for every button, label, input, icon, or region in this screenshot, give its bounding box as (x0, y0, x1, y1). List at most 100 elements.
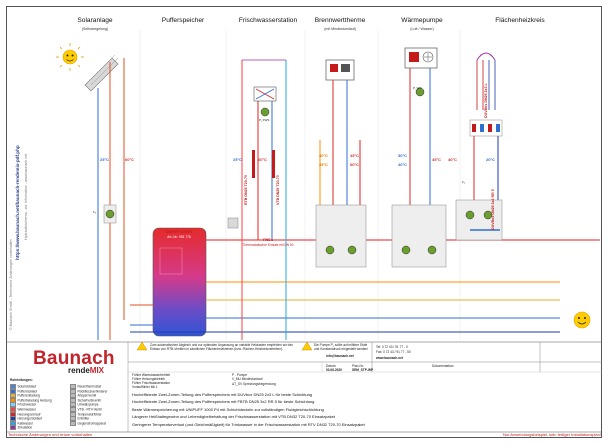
info-email[interactable]: info@baunach.net (326, 354, 354, 358)
legend-swatch (10, 402, 16, 408)
column-title-brennwert: Brennwerttherme (314, 17, 366, 24)
info-tel: Tel: 0 72 43 / 91 77 - 0 (376, 345, 408, 349)
info-date-label: Datum: (326, 364, 337, 368)
info-web[interactable]: www.baunach.net (376, 356, 403, 360)
sensor-label: Fühler Heizungsbetrieb (132, 377, 165, 381)
sensor-f2-label: F₂ (462, 180, 465, 184)
symbol-legend-label: Sicherheitsventil (77, 398, 101, 403)
footer-left: Technische Änderungen und Irrtum vorbeha… (8, 432, 93, 437)
info-date: 03.06.2020 (326, 368, 342, 372)
temp-solar-return: 25°C (100, 157, 109, 162)
info-plan: SEM_STP-WP (352, 368, 374, 372)
symbol-item: V_MU Mindestumlauf (232, 377, 262, 381)
sensor-item: Fühler Frischwasserstation (132, 381, 170, 385)
legend-label: Heizungsvorlauf (17, 411, 41, 416)
symbol-swatch (70, 411, 76, 417)
sensor-item: Fühler Warmwasserbetrieb (132, 373, 170, 377)
condensing-boiler-icon (325, 59, 355, 81)
symbol-legend-label: Rückflussverhinderer (77, 388, 108, 393)
temp-bw-mid: 45°C (319, 162, 328, 167)
legend-label: Heizungsrücklauf (17, 416, 42, 421)
symbol-legend-item: Temperaturfühler (70, 411, 102, 417)
pump-fws-label: P_FWS (259, 118, 270, 122)
brand-logo: Baunach rendeMIX (33, 348, 115, 375)
symbol-legend-item: Entlüfter (70, 416, 89, 422)
info-fax: Fax: 0 72 43 / 91 77 - 50 (376, 350, 411, 354)
temp-fws-hot: 60°C (258, 157, 267, 162)
column-subtitle-solar: (Selbstregelung) (81, 27, 109, 31)
legend-swatch (10, 411, 16, 417)
vtb-label: VTB DN25 T20-70 (276, 175, 280, 205)
smiley-icon (573, 311, 591, 329)
legend-swatch (10, 393, 16, 399)
symbol-swatch (70, 402, 76, 408)
legend-item: Heizungsvorlauf (10, 411, 41, 417)
legend-item: Kaltwasser (10, 420, 34, 426)
legend-label: Frischwasser (17, 402, 37, 407)
symbol-legend-item: VTB - RTV-Ventil (70, 407, 102, 412)
fh-mix-label: DUVBox DN25 3x2 RR 5 (491, 189, 495, 230)
temp-wp-hi: 45°C (432, 157, 441, 162)
symbol-swatch (70, 397, 76, 403)
fws-unit-sub: Thermostatischer Einsatz mit DN 50 (242, 243, 294, 247)
temp-bw-low: 40°C (319, 153, 328, 158)
legend-label: Pufferentladung (17, 393, 40, 398)
temp-fh-hi: 40°C (448, 157, 457, 162)
symbol-legend-item: Umwälzpumpe (70, 402, 99, 408)
info-doc-label: Dokumentation: (432, 364, 455, 368)
legend-swatch (10, 420, 16, 426)
brand-suffix: rendeMIX (68, 366, 105, 375)
fws-unit-label: FWS 1 (263, 238, 273, 242)
symbol-swatch (70, 393, 76, 399)
temp-fws-cold: 25°C (233, 157, 242, 162)
info-plan-label: Plan-Nr.: (352, 364, 365, 368)
sensor-item: Vorlauffühler Mk 1 (132, 385, 158, 389)
symbol-label: P - Pumpe (232, 373, 248, 377)
solar-collector-icon (84, 54, 119, 92)
symbol-swatch (70, 407, 76, 412)
sensor-label: Fühler Warmwasserbetrieb (132, 373, 171, 377)
tank-sub: Art.-Nr.: 951 776 (167, 235, 191, 239)
column-subtitle-brennwert: (mit Mindestumlauf) (324, 27, 356, 31)
notice-rtb: Zum automatischen Abgleich und zur optim… (150, 343, 293, 351)
legend-swatch (10, 425, 16, 431)
sun-icon (56, 43, 84, 71)
symbol-legend-label: Temperaturfühler (77, 411, 102, 416)
symbol-legend-label: Absperrventil (77, 393, 97, 398)
description-line: Hocheffiziente Zwei-Zonen-Teilung des Pu… (132, 399, 314, 404)
footer-right: Nur Anwendungsbeispiel, kein fertiger In… (502, 432, 601, 437)
heat-pump-icon (404, 47, 438, 69)
floor-heating-icon (476, 52, 496, 110)
temp-fh-low: 20°C (486, 157, 495, 162)
temp-solar-flow: 60°C (125, 157, 134, 162)
legend-item: Pufferrücklauf (10, 388, 37, 394)
column-title-wp: Wärmepumpe (401, 17, 443, 24)
legend-item: Pufferentladung (10, 393, 40, 399)
legend-label: Kaltwasser (17, 421, 34, 426)
symbol-legend-label: Umwälzpumpe (77, 402, 99, 407)
legend-swatch (10, 407, 16, 412)
sensor-label: Vorlauffühler Mk 1 (132, 385, 158, 389)
symbol-legend-item: Gegenstromapparat (70, 420, 106, 426)
temp-bw-hi2: 60°C (350, 162, 359, 167)
sensor-item: Fühler Heizungsbetrieb (132, 377, 165, 381)
column-title-fhk: Flächenheizkreis (495, 17, 545, 24)
description-text: Beste Wärmespeicherung mit UNIPUFF 1000 … (132, 406, 324, 412)
symbol-item: ΔT_SV Spreizungsbegrenzung (232, 382, 276, 386)
symbol-swatch (70, 388, 76, 394)
temp-wp-low1: 30°C (398, 153, 407, 158)
symbol-legend-item: Rückflussverhinderer (70, 388, 108, 394)
legend-item: Zirkulation (10, 425, 33, 431)
solar-station-icon (103, 204, 117, 224)
legend-item: Heizungsrücklauf (10, 416, 42, 422)
description-line: Längerer Heißhaltegewinn und Lebendigbei… (132, 414, 335, 419)
pump-wp-label: P_WP (413, 86, 422, 90)
description-text: Hocheffiziente Zwei-Zonen-Teilung des Pu… (132, 392, 313, 397)
column-subtitle-wp: (Luft / Wasser) (410, 27, 434, 31)
symbol-legend-item: Sicherheitsventil (70, 397, 101, 403)
legend-swatch (10, 388, 16, 394)
sheet-frame (6, 6, 602, 438)
legend-label: Zirkulation (17, 425, 33, 430)
